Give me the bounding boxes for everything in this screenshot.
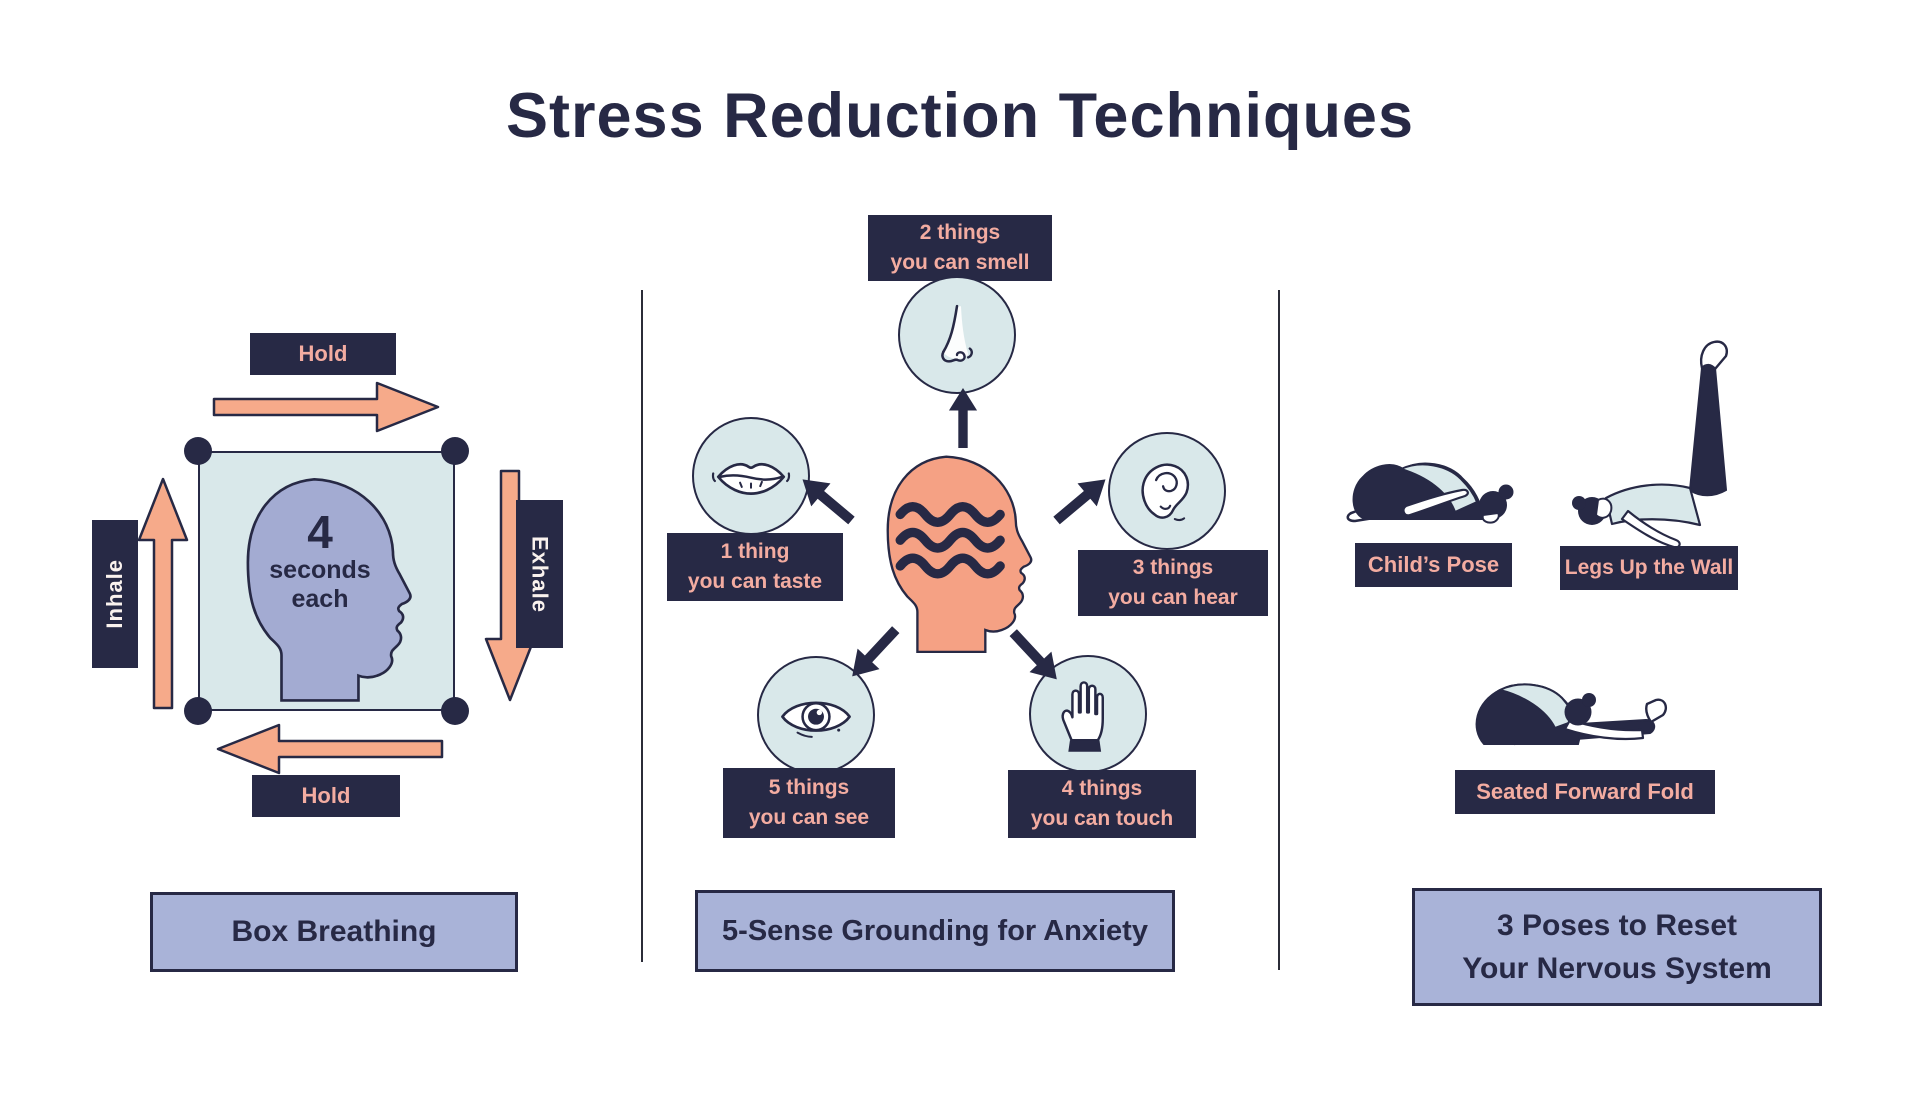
corner-dot bbox=[441, 437, 469, 465]
hear-circle bbox=[1108, 432, 1226, 550]
nose-icon bbox=[941, 304, 973, 363]
taste-circle bbox=[692, 417, 810, 535]
count-text-line2: each bbox=[291, 585, 349, 614]
lips-icon bbox=[711, 462, 791, 495]
hand-icon bbox=[1061, 681, 1104, 752]
count-text-line1: seconds bbox=[269, 556, 371, 585]
exhale-label: Exhale bbox=[516, 500, 563, 648]
hear-arrow-icon bbox=[1053, 479, 1106, 525]
head-profile-icon bbox=[246, 477, 412, 702]
divider-right bbox=[1278, 290, 1280, 970]
arrow-up-icon bbox=[137, 477, 189, 710]
forward-fold-figure bbox=[1475, 683, 1667, 746]
childs-pose-label: Child’s Pose bbox=[1355, 543, 1512, 587]
hold-bottom-label: Hold bbox=[252, 775, 400, 817]
grounding-footer: 5-Sense Grounding for Anxiety bbox=[695, 890, 1175, 972]
childs-pose-figure bbox=[1346, 462, 1514, 524]
touch-arrow-icon bbox=[1009, 629, 1057, 680]
smell-arrow-icon bbox=[948, 388, 978, 448]
breath-count: 4 seconds each bbox=[255, 508, 385, 614]
inhale-label: Inhale bbox=[92, 520, 138, 668]
arrow-left-icon bbox=[216, 723, 444, 775]
poses-footer: 3 Poses to Reset Your Nervous System bbox=[1412, 888, 1822, 1006]
ear-icon bbox=[1141, 463, 1190, 522]
taste-arrow-icon bbox=[802, 479, 855, 525]
forward-fold-label: Seated Forward Fold bbox=[1455, 770, 1715, 814]
smell-circle bbox=[898, 276, 1016, 394]
touch-label: 4 things you can touch bbox=[1008, 770, 1196, 838]
divider-left bbox=[641, 290, 643, 962]
smell-label: 2 things you can smell bbox=[868, 215, 1052, 281]
eye-icon bbox=[781, 701, 851, 738]
corner-dot bbox=[184, 437, 212, 465]
box-breathing-footer: Box Breathing bbox=[150, 892, 518, 972]
see-arrow-icon bbox=[852, 626, 900, 677]
hear-label: 3 things you can hear bbox=[1078, 550, 1268, 616]
corner-dot bbox=[441, 697, 469, 725]
see-circle bbox=[757, 656, 875, 774]
legs-up-wall-label: Legs Up the Wall bbox=[1560, 546, 1738, 590]
taste-label: 1 thing you can taste bbox=[667, 533, 843, 601]
arrow-right-icon bbox=[212, 381, 440, 433]
see-label: 5 things you can see bbox=[723, 768, 895, 838]
count-number: 4 bbox=[307, 506, 333, 558]
legs-up-wall-figure bbox=[1572, 340, 1728, 548]
hold-top-label: Hold bbox=[250, 333, 396, 375]
corner-dot bbox=[184, 697, 212, 725]
page-title: Stress Reduction Techniques bbox=[505, 81, 1414, 151]
stressed-head-icon bbox=[886, 455, 1033, 654]
